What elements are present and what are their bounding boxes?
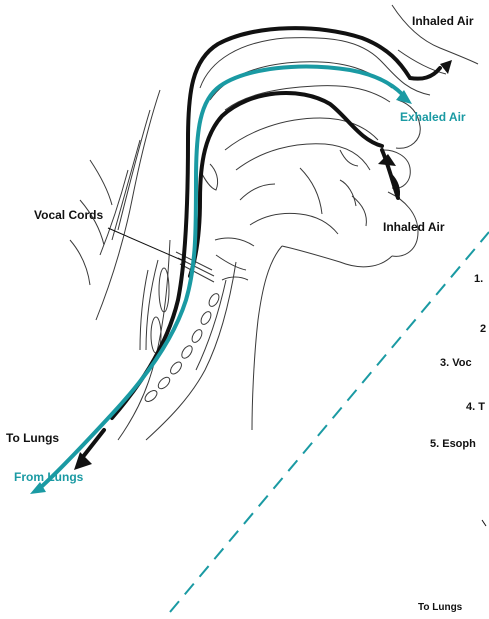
inhaled-air-nose-arrowhead bbox=[440, 60, 452, 74]
dashed-divider-line bbox=[170, 232, 489, 612]
right-panel-item-1: 1. bbox=[474, 272, 483, 286]
exhaled-air-path bbox=[40, 67, 402, 488]
small-mark bbox=[482, 520, 486, 526]
right-panel-item-5: 5. Esoph bbox=[430, 437, 476, 451]
right-panel-item-4: 4. T bbox=[466, 400, 485, 414]
label-to-lungs-left: To Lungs bbox=[6, 431, 59, 445]
label-inhaled-air-top: Inhaled Air bbox=[412, 14, 474, 28]
right-panel-item-2: 2 bbox=[480, 322, 486, 336]
vocal-cords-pointer bbox=[108, 228, 186, 262]
label-vocal-cords: Vocal Cords bbox=[34, 208, 103, 222]
label-exhaled-air: Exhaled Air bbox=[400, 110, 466, 124]
right-panel-item-3: 3. Voc bbox=[440, 356, 472, 370]
inhaled-air-mouth-arrowhead bbox=[378, 154, 396, 166]
label-from-lungs: From Lungs bbox=[14, 470, 83, 484]
inhaled-air-mouth-path bbox=[190, 93, 382, 276]
label-inhaled-air-mid: Inhaled Air bbox=[383, 220, 445, 234]
label-to-lungs-bottom: To Lungs bbox=[418, 602, 462, 613]
